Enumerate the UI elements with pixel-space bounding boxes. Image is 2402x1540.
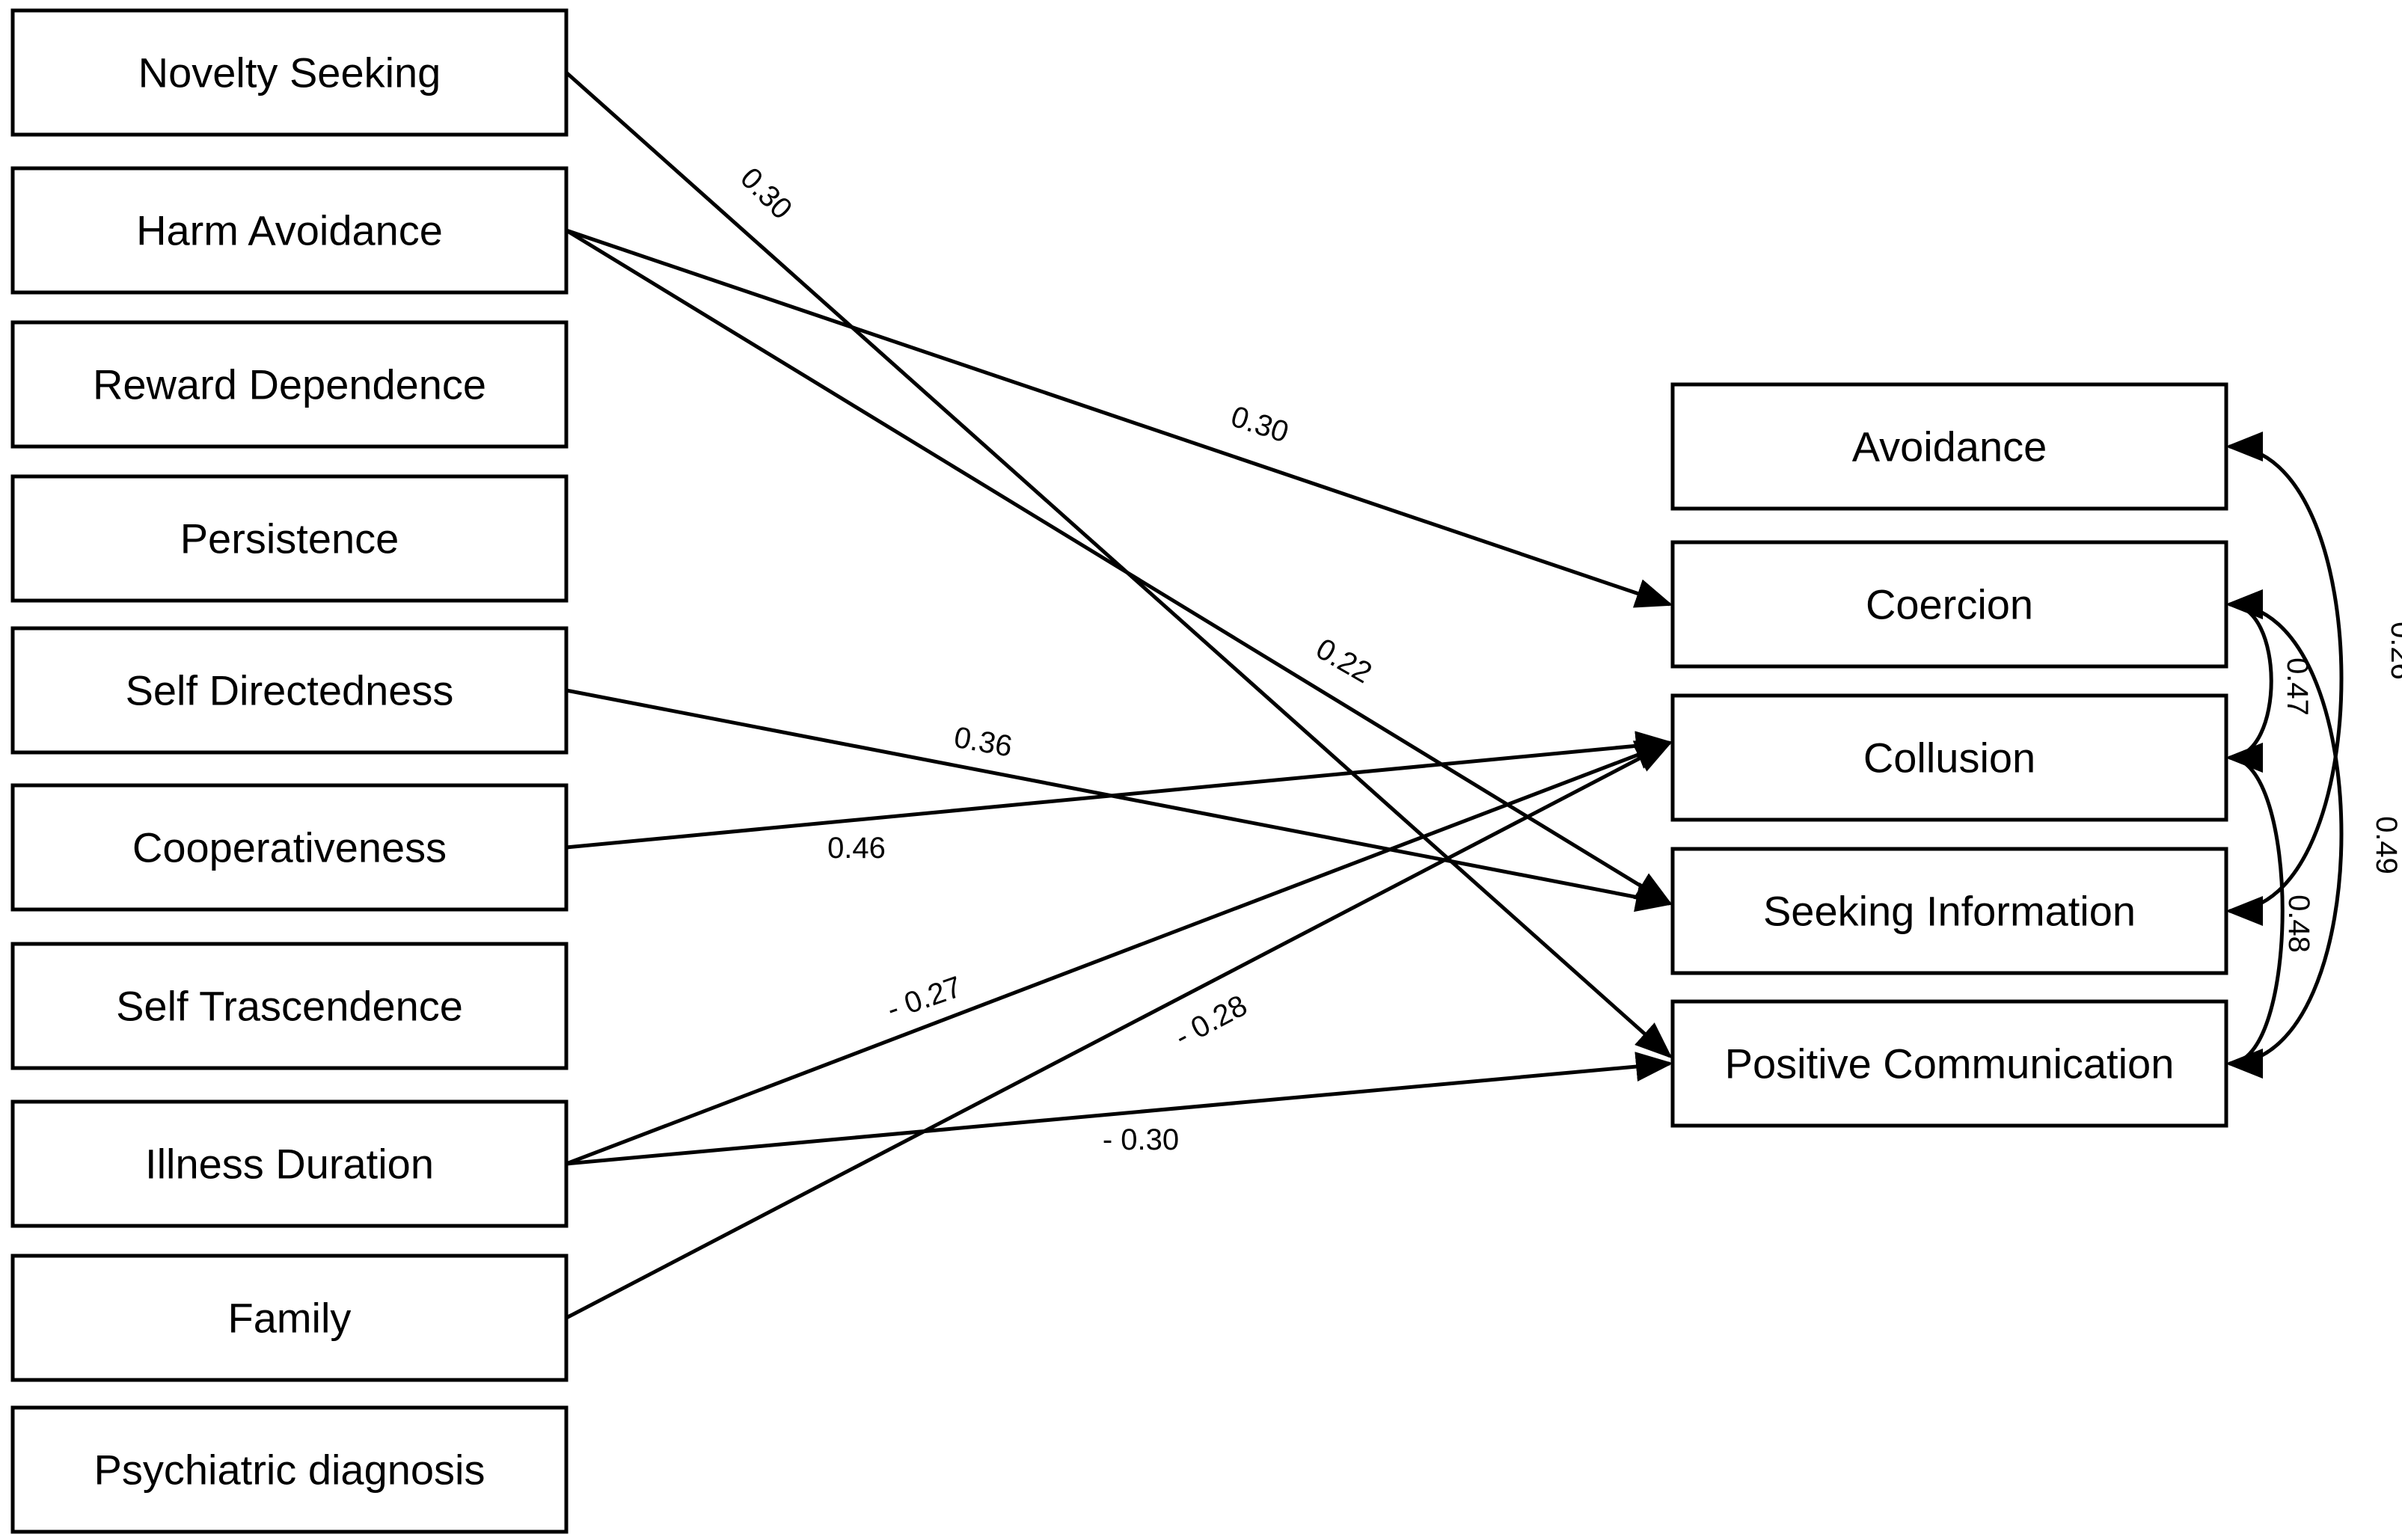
predictor-label: Harm Avoidance <box>136 207 443 254</box>
path-coefficient-label: 0.30 <box>1227 400 1293 450</box>
predictor-box-cooperativeness: Cooperativeness <box>10 783 569 912</box>
covariance-arc-av-si <box>2225 432 2344 926</box>
covariance-arc-coe-pc <box>2225 589 2344 1079</box>
path-coefficient-label: - 0.30 <box>1103 1123 1179 1156</box>
path-coefficient-label: 0.46 <box>827 832 886 865</box>
outcome-box-positive-communication: Positive Communication <box>1670 999 2228 1128</box>
path-coefficients: 0.30 0.30 0.22 0.36 0.46 - 0.27 - 0.30 -… <box>734 162 1377 1156</box>
regression-paths <box>565 71 1673 1320</box>
path-arrow-id-to-pc <box>566 1052 1673 1166</box>
covariance-coefficient-label: 0.26 <box>2385 622 2402 680</box>
path-coefficient-label: 0.30 <box>734 162 798 226</box>
covariance-arcs <box>2225 432 2344 1079</box>
path-arrow-ha-to-coe <box>566 228 1673 608</box>
covariance-coefficient-label: 0.48 <box>2282 895 2315 953</box>
predictor-box-persistence: Persistence <box>10 474 569 603</box>
outcome-box-coercion: Coercion <box>1670 540 2228 669</box>
path-arrow-fa-to-col <box>565 740 1673 1320</box>
path-arrow-id-to-col <box>566 740 1673 1166</box>
covariance-coefficient-label: 0.47 <box>2281 657 2314 716</box>
predictor-label: Novelty Seeking <box>138 49 441 96</box>
predictor-label: Reward Dependence <box>93 361 486 408</box>
predictor-label: Self Directedness <box>126 667 454 714</box>
predictor-box-novelty-seeking: Novelty Seeking <box>10 8 569 137</box>
predictor-boxes: Novelty Seeking Harm Avoidance Reward De… <box>10 8 569 1534</box>
outcome-label: Positive Communication <box>1725 1040 2175 1087</box>
covariance-coefficient-label: 0.49 <box>2370 816 2402 874</box>
predictor-box-psychiatric-diagnosis: Psychiatric diagnosis <box>10 1405 569 1534</box>
predictor-box-family: Family <box>10 1254 569 1382</box>
outcome-box-collusion: Collusion <box>1670 693 2228 822</box>
predictor-box-illness-duration: Illness Duration <box>10 1099 569 1228</box>
path-arrow-ha-to-si <box>565 228 1673 906</box>
outcome-label: Seeking Information <box>1763 888 2136 935</box>
predictor-box-self-directedness: Self Directedness <box>10 626 569 755</box>
outcome-box-avoidance: Avoidance <box>1670 382 2228 511</box>
predictor-label: Psychiatric diagnosis <box>94 1447 485 1494</box>
predictor-box-reward-dependence: Reward Dependence <box>10 320 569 449</box>
predictor-label: Illness Duration <box>145 1141 434 1188</box>
outcome-label: Collusion <box>1863 734 2035 782</box>
covariance-coefficients: 0.47 0.26 0.48 0.49 <box>2281 622 2402 953</box>
path-coefficient-label: 0.36 <box>952 721 1014 764</box>
outcome-label: Coercion <box>1866 581 2033 628</box>
predictor-label: Self Trascendence <box>116 983 463 1030</box>
outcome-label: Avoidance <box>1852 423 2047 470</box>
path-coefficient-label: 0.22 <box>1311 632 1377 690</box>
outcome-box-seeking-information: Seeking Information <box>1670 847 2228 975</box>
outcome-boxes: Avoidance Coercion Collusion Seeking Inf… <box>1670 382 2228 1128</box>
predictor-box-self-trascendence: Self Trascendence <box>10 942 569 1070</box>
predictor-label: Family <box>228 1295 352 1342</box>
predictor-label: Persistence <box>180 515 399 562</box>
path-arrow-co-to-col <box>566 731 1673 850</box>
predictor-label: Cooperativeness <box>132 824 447 871</box>
predictor-box-harm-avoidance: Harm Avoidance <box>10 166 569 295</box>
covariance-arc-coe-col <box>2225 589 2273 773</box>
path-arrow-ns-to-pc <box>565 71 1673 1059</box>
